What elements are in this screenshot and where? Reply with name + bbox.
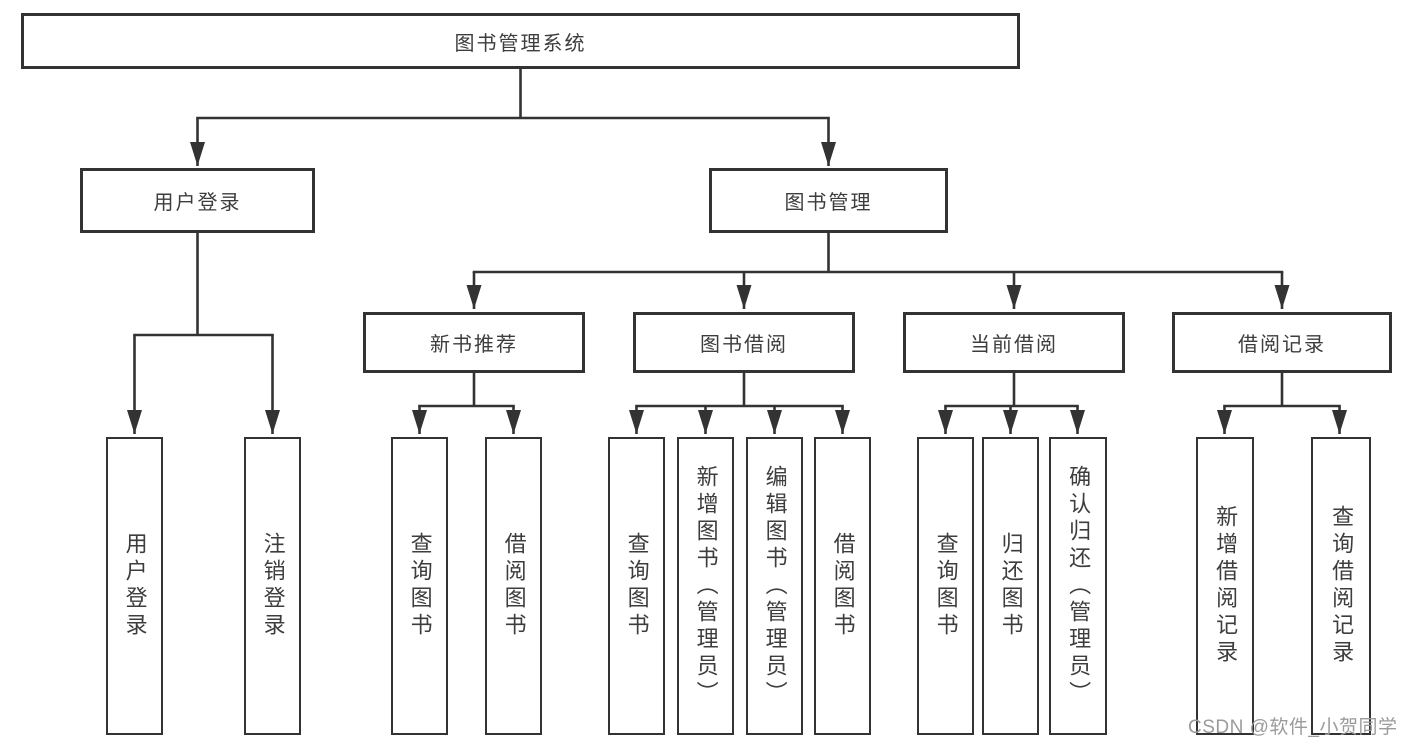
leaf-query-borrow-record-label: 查询借阅记录 bbox=[1329, 505, 1355, 667]
leaf-confirm-return-admin-label: 确认归还（管理员） bbox=[1066, 464, 1092, 708]
leaf-query-books-borrowing: 查询图书 bbox=[608, 437, 665, 735]
leaf-query-borrow-record: 查询借阅记录 bbox=[1311, 437, 1371, 735]
leaf-borrow-books-borrowing-label: 借阅图书 bbox=[830, 532, 856, 640]
watermark: CSDN @软件_小贺同学 bbox=[1188, 717, 1398, 738]
leaf-query-books-current-label: 查询图书 bbox=[933, 532, 959, 640]
leaf-borrow-books-borrowing: 借阅图书 bbox=[814, 437, 871, 735]
node-borrowing-records: 借阅记录 bbox=[1172, 312, 1392, 373]
node-library-management-system: 图书管理系统 bbox=[21, 13, 1020, 69]
leaf-add-borrow-record-label: 新增借阅记录 bbox=[1213, 505, 1239, 667]
leaf-logout: 注销登录 bbox=[244, 437, 301, 735]
leaf-query-books-recommendation: 查询图书 bbox=[391, 437, 448, 735]
leaf-add-book-admin: 新增图书（管理员） bbox=[677, 437, 734, 735]
node-new-book-recommendation: 新书推荐 bbox=[363, 312, 585, 373]
node-book-management: 图书管理 bbox=[709, 168, 948, 233]
leaf-edit-book-admin-label: 编辑图书（管理员） bbox=[762, 464, 788, 708]
leaf-add-borrow-record: 新增借阅记录 bbox=[1196, 437, 1254, 735]
node-user-login: 用户登录 bbox=[80, 168, 315, 233]
leaf-query-books-recommendation-label: 查询图书 bbox=[407, 532, 433, 640]
leaf-return-books: 归还图书 bbox=[982, 437, 1039, 735]
leaf-user-login: 用户登录 bbox=[106, 437, 163, 735]
node-book-borrowing: 图书借阅 bbox=[633, 312, 855, 373]
leaf-confirm-return-admin: 确认归还（管理员） bbox=[1049, 437, 1107, 735]
leaf-borrow-books-recommendation: 借阅图书 bbox=[485, 437, 542, 735]
node-current-borrowing: 当前借阅 bbox=[903, 312, 1125, 373]
leaf-query-books-current: 查询图书 bbox=[917, 437, 974, 735]
leaf-edit-book-admin: 编辑图书（管理员） bbox=[746, 437, 803, 735]
leaf-borrow-books-recommendation-label: 借阅图书 bbox=[501, 532, 527, 640]
leaf-user-login-label: 用户登录 bbox=[122, 532, 148, 640]
leaf-query-books-borrowing-label: 查询图书 bbox=[624, 532, 650, 640]
leaf-logout-label: 注销登录 bbox=[260, 532, 286, 640]
leaf-return-books-label: 归还图书 bbox=[998, 532, 1024, 640]
leaf-add-book-admin-label: 新增图书（管理员） bbox=[693, 464, 719, 708]
